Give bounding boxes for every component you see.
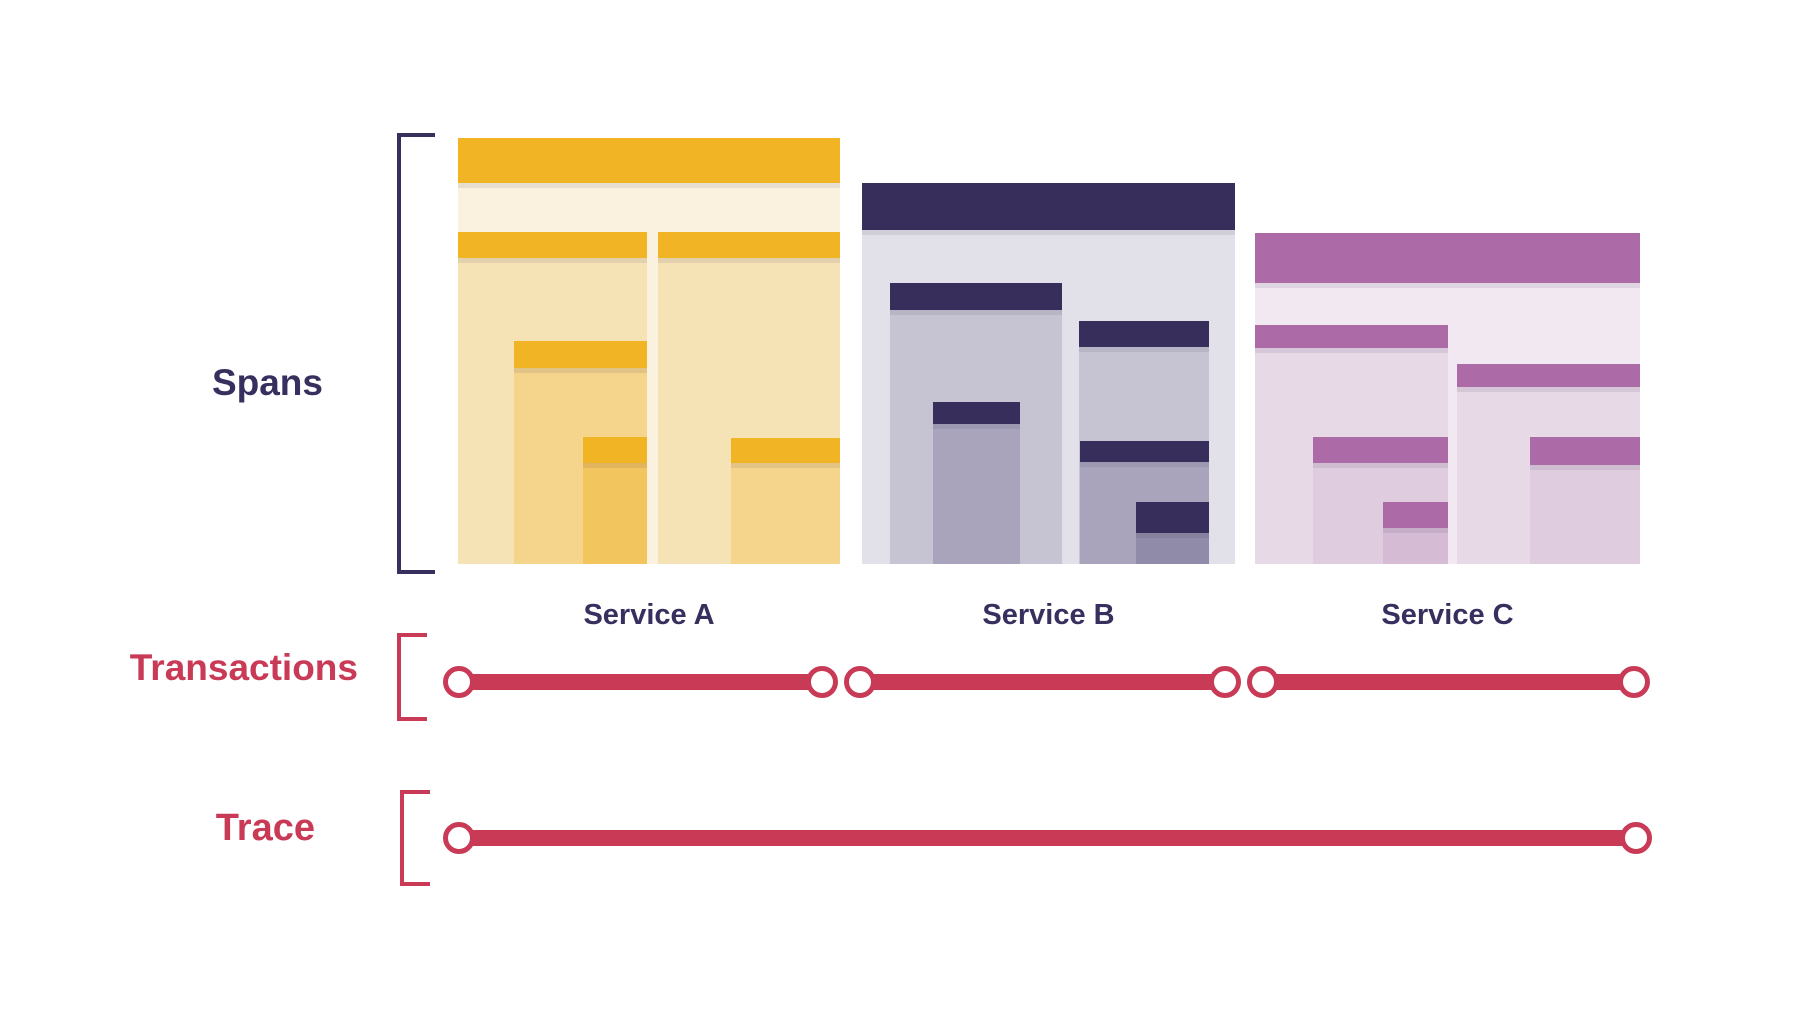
span-bar bbox=[731, 438, 840, 463]
transaction-endpoint-circle bbox=[1618, 666, 1650, 698]
span-bar bbox=[862, 183, 1235, 230]
transaction-endpoint-circle bbox=[1247, 666, 1279, 698]
service-label: Service B bbox=[982, 599, 1115, 631]
span-bar bbox=[1313, 437, 1448, 463]
span-bar bbox=[1457, 364, 1640, 387]
span-bar bbox=[1383, 502, 1448, 528]
transaction-endpoint-circle bbox=[443, 666, 475, 698]
service-label: Service A bbox=[583, 599, 715, 631]
span-bar bbox=[458, 232, 647, 258]
span-bar bbox=[1080, 441, 1209, 462]
transaction-endpoint-circle bbox=[1209, 666, 1241, 698]
span-bar bbox=[1079, 321, 1209, 347]
span-bar bbox=[890, 283, 1062, 310]
transaction-line bbox=[459, 674, 822, 690]
transactions-bracket bbox=[397, 633, 427, 721]
span-bar bbox=[1255, 233, 1640, 283]
span-body bbox=[933, 402, 1020, 564]
span-bar bbox=[583, 437, 647, 463]
transaction-endpoint-circle bbox=[844, 666, 876, 698]
span-bar bbox=[1136, 502, 1209, 533]
span-bar bbox=[658, 232, 840, 258]
span-bar bbox=[458, 138, 840, 183]
spans-label: Spans bbox=[211, 362, 323, 403]
span-bar bbox=[933, 402, 1020, 424]
trace-endpoint-circle bbox=[443, 822, 475, 854]
trace-line bbox=[459, 830, 1636, 846]
span-bar bbox=[514, 341, 647, 368]
transactions-label: Transactions bbox=[129, 647, 358, 688]
transaction-line bbox=[860, 674, 1225, 690]
transaction-endpoint-circle bbox=[806, 666, 838, 698]
spans-bracket bbox=[397, 133, 435, 574]
span-bar bbox=[1255, 325, 1448, 348]
transaction-line bbox=[1263, 674, 1634, 690]
span-bar bbox=[1530, 437, 1640, 465]
trace-label: Trace bbox=[215, 807, 315, 849]
trace-bracket bbox=[400, 790, 430, 886]
service-label: Service C bbox=[1381, 599, 1514, 631]
trace-endpoint-circle bbox=[1620, 822, 1652, 854]
